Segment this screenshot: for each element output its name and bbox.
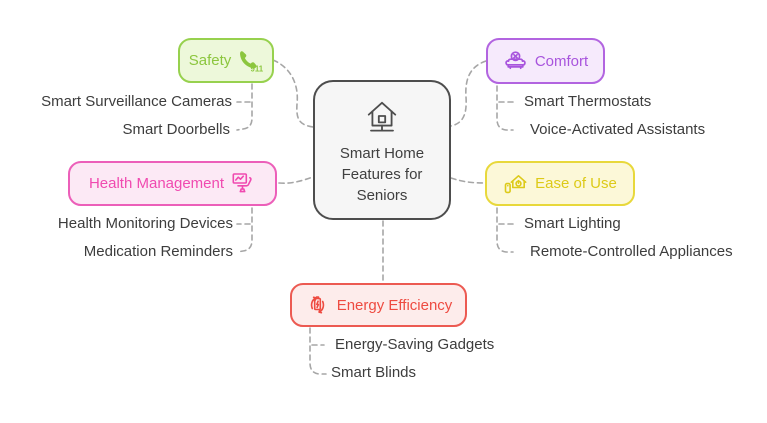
connector-comfort-to-center — [450, 60, 487, 127]
center-node-label: Smart Home Features for Seniors — [339, 144, 425, 204]
health-monitor-chair-icon — [231, 172, 256, 196]
branch-node-comfort[interactable]: Comfort — [486, 38, 605, 84]
branch-node-health-management[interactable]: Health Management — [68, 161, 277, 206]
connector-ease-to-center — [450, 177, 486, 184]
branch-node-label: Comfort — [534, 52, 589, 70]
emergency-phone-911-icon: 911 — [238, 49, 263, 73]
armchair-icon — [503, 49, 528, 73]
branch-node-label: Health Management — [88, 175, 225, 192]
connector-health-bracket — [236, 207, 253, 253]
branch-node-energy-efficiency[interactable]: Energy Efficiency — [290, 283, 467, 327]
branch-node-label: Energy Efficiency — [336, 296, 453, 314]
leaf-remote-controlled-appliances[interactable]: Remote-Controlled Appliances — [530, 243, 733, 260]
connector-ease-bracket — [496, 207, 514, 253]
leaf-smart-doorbells[interactable]: Smart Doorbells — [122, 121, 230, 138]
center-node-smart-home-features[interactable]: Smart Home Features for Seniors — [313, 80, 451, 220]
leaf-smart-surveillance-cameras[interactable]: Smart Surveillance Cameras — [41, 93, 232, 110]
leaf-voice-activated-assistants[interactable]: Voice-Activated Assistants — [530, 121, 706, 138]
connector-safety-bracket — [236, 83, 253, 131]
leaf-health-monitoring-devices[interactable]: Health Monitoring Devices — [57, 215, 233, 232]
branch-node-ease-of-use[interactable]: Ease of Use — [485, 161, 635, 206]
smart-home-icon — [359, 95, 405, 137]
leaf-smart-thermostats[interactable]: Smart Thermostats — [524, 93, 652, 110]
smart-home-power-remote-icon — [503, 172, 528, 196]
icon-badge-911: 911 — [251, 64, 264, 72]
branch-node-label: Safety — [188, 52, 232, 69]
connector-safety-to-center — [272, 59, 314, 128]
branch-node-label: Ease of Use — [535, 175, 617, 192]
leaf-smart-blinds[interactable]: Smart Blinds — [331, 364, 417, 381]
leaf-medication-reminders[interactable]: Medication Reminders — [83, 243, 233, 260]
connector-comfort-bracket — [496, 85, 514, 131]
battery-recycle-icon — [305, 293, 330, 317]
branch-node-safety[interactable]: Safety 911 — [178, 38, 274, 83]
connector-energy-bracket — [309, 327, 327, 375]
leaf-energy-saving-gadgets[interactable]: Energy-Saving Gadgets — [335, 336, 495, 353]
connector-health-to-center — [278, 176, 314, 184]
leaf-smart-lighting[interactable]: Smart Lighting — [524, 215, 621, 232]
